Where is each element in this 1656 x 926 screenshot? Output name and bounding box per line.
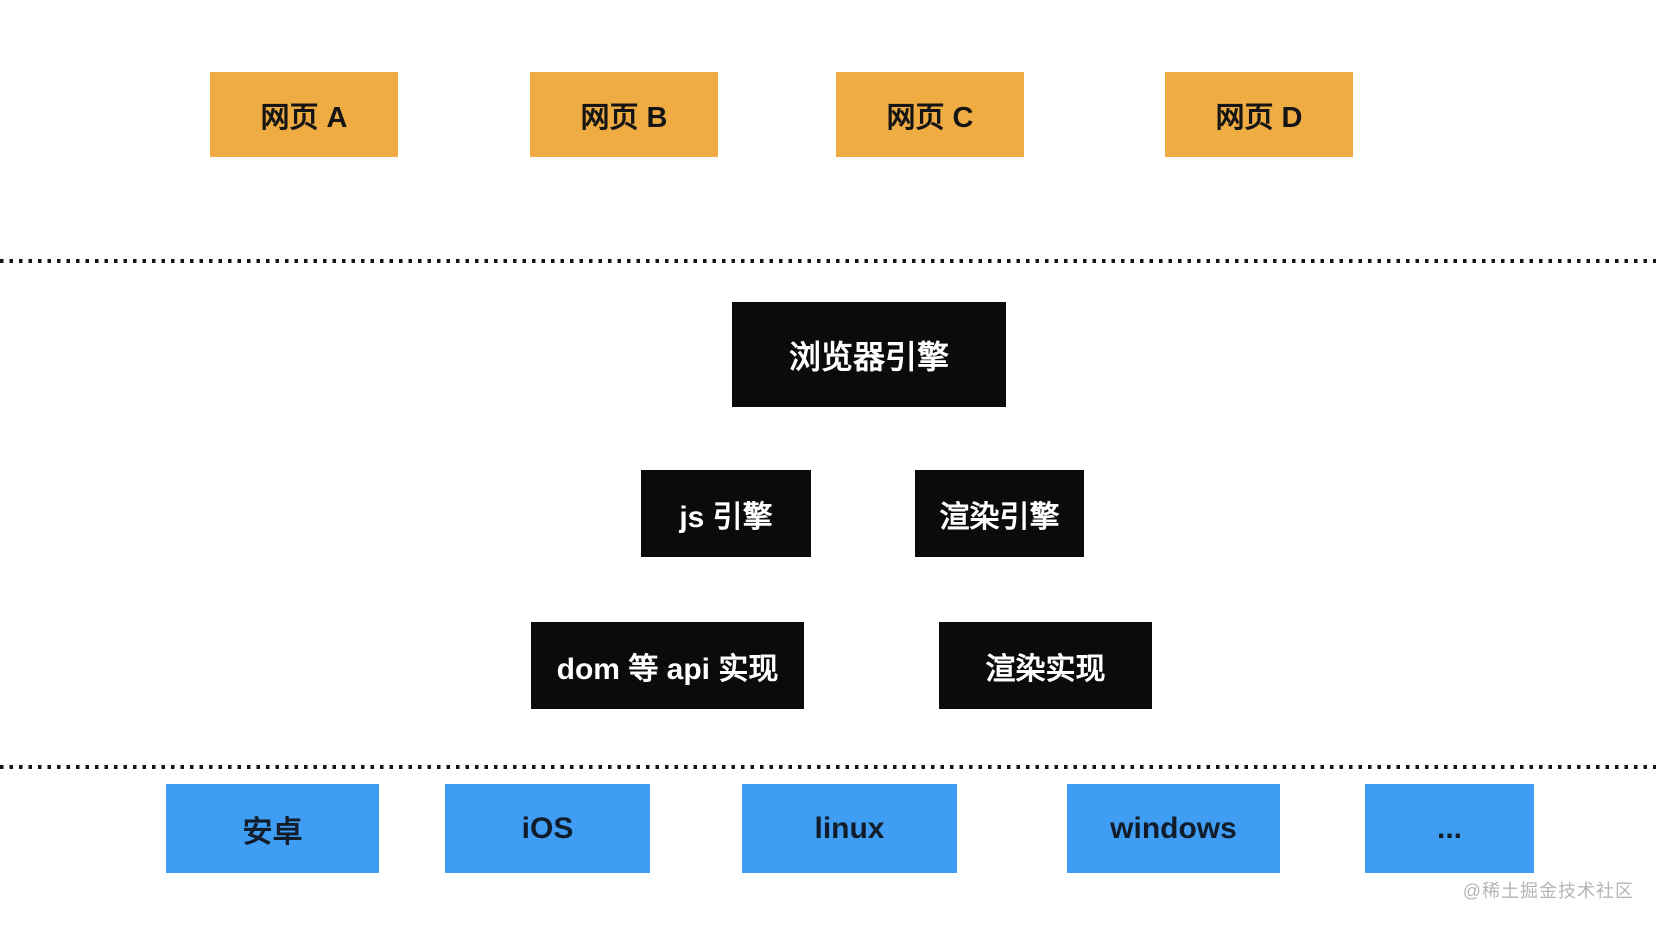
os-linux-box: linux	[742, 784, 957, 873]
web-page-d-box: 网页 D	[1165, 72, 1353, 157]
render-engine-box: 渲染引擎	[915, 470, 1084, 557]
dom-api-implementation-box: dom 等 api 实现	[531, 622, 804, 709]
browser-engine-box: 浏览器引擎	[732, 302, 1006, 407]
web-page-a-box: 网页 A	[210, 72, 398, 157]
dotted-divider-bottom	[0, 765, 1656, 769]
web-page-c-box: 网页 C	[836, 72, 1024, 157]
watermark-text: @稀土掘金技术社区	[1462, 881, 1634, 901]
web-page-b-box: 网页 B	[530, 72, 718, 157]
os-windows-box: windows	[1067, 784, 1280, 873]
os-ios-box: iOS	[445, 784, 650, 873]
os-more-box: ...	[1365, 784, 1534, 873]
js-engine-box: js 引擎	[641, 470, 811, 557]
render-implementation-box: 渲染实现	[939, 622, 1152, 709]
os-android-box: 安卓	[166, 784, 379, 873]
dotted-divider-top	[0, 259, 1656, 263]
